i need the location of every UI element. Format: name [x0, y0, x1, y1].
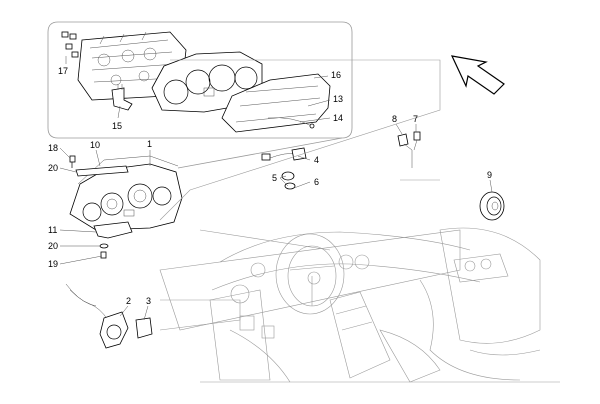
callout-19: 19 [48, 259, 58, 269]
callout-13: 13 [333, 94, 343, 104]
car-interior-illustration [159, 59, 560, 383]
switch-harness-2 [65, 283, 129, 349]
antenna-7-8 [397, 131, 421, 168]
callout-20-upper: 20 [48, 163, 58, 173]
sensor-harness-4-5 [261, 147, 307, 161]
bracket-15 [111, 84, 133, 111]
callout-18: 18 [48, 143, 58, 153]
callout-14: 14 [333, 113, 343, 123]
callout-1: 1 [147, 139, 152, 149]
speaker-9 [479, 191, 505, 221]
callout-4: 4 [314, 155, 319, 165]
inset-leader [177, 137, 343, 169]
callout-16: 16 [331, 70, 341, 80]
screw-set-17 [61, 31, 79, 58]
cluster-lens-glass [221, 73, 331, 133]
callout-3: 3 [146, 296, 151, 306]
screw-18 [69, 155, 76, 168]
callout-5: 5 [272, 173, 277, 183]
callout-20-lower: 20 [48, 241, 58, 251]
callout-9: 9 [487, 170, 492, 180]
callout-10: 10 [90, 140, 100, 150]
lower-bracket-11 [93, 221, 133, 239]
callout-6: 6 [314, 177, 319, 187]
callout-8: 8 [392, 114, 397, 124]
washer-20 [99, 243, 109, 249]
grommet-5 [281, 171, 296, 190]
callout-15: 15 [112, 121, 122, 131]
callout-2: 2 [126, 296, 131, 306]
wire-13-14 [267, 117, 315, 129]
callout-17: 17 [58, 66, 68, 76]
bracket-10 [75, 165, 129, 177]
callout-11: 11 [48, 225, 57, 235]
instrument-cluster-assembly [69, 155, 183, 231]
switch-3 [135, 317, 153, 339]
callout-7: 7 [413, 114, 418, 124]
screw-19 [100, 251, 107, 259]
direction-arrow-icon [450, 55, 505, 95]
